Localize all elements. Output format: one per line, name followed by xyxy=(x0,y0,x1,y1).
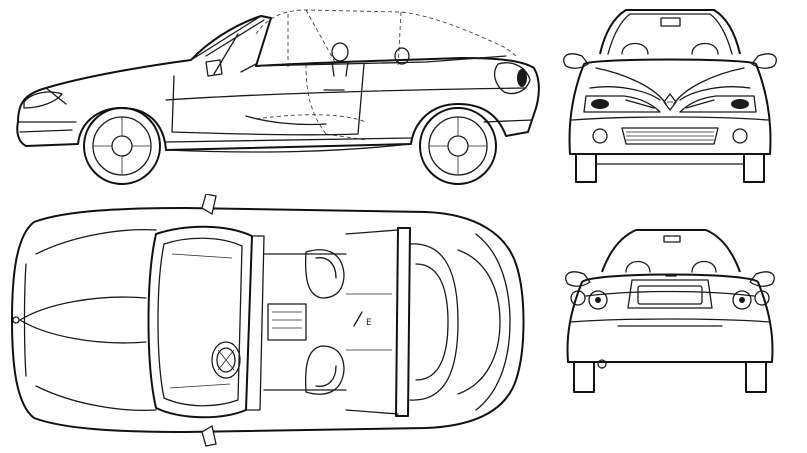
rear-body xyxy=(568,275,773,363)
rear-left-tire xyxy=(574,362,594,392)
top-windshield xyxy=(149,227,253,418)
front-body xyxy=(570,60,771,155)
left-headlight xyxy=(584,96,660,112)
center-console xyxy=(268,304,306,340)
rear-right-tire xyxy=(746,362,766,392)
side-view xyxy=(6,4,546,190)
right-headlight xyxy=(680,96,756,112)
exhaust xyxy=(598,360,606,368)
side-mirror xyxy=(206,60,222,76)
interior-marking: E xyxy=(366,318,372,328)
emblem xyxy=(664,94,676,110)
headlight xyxy=(24,92,62,108)
rear-headrest xyxy=(626,262,650,273)
front-grille xyxy=(622,128,718,144)
left-tire xyxy=(576,154,596,182)
left-tail-lamp xyxy=(571,291,607,309)
front-seat-right xyxy=(306,346,344,394)
rear-wheel xyxy=(420,108,496,184)
front-seat-left xyxy=(306,250,344,298)
right-mirror xyxy=(752,54,776,68)
top-view: E xyxy=(6,194,536,450)
top-right-mirror xyxy=(202,426,216,446)
door-outline xyxy=(172,64,364,135)
windshield-frame xyxy=(600,10,740,54)
license-plate xyxy=(638,286,702,304)
body-profile xyxy=(17,16,539,150)
headrest xyxy=(332,43,348,61)
tail-lamp xyxy=(495,63,530,94)
rear-windshield-frame xyxy=(602,230,740,272)
left-mirror xyxy=(564,54,588,68)
headrest xyxy=(622,44,648,55)
front-view xyxy=(556,4,784,190)
top-left-mirror xyxy=(202,194,216,214)
soft-top-outline xyxy=(256,10,516,56)
right-tire xyxy=(744,154,764,182)
hood-emblem xyxy=(13,317,19,323)
rear-seat xyxy=(410,244,458,400)
rear-bulkhead xyxy=(396,228,410,416)
right-tail-lamp xyxy=(733,291,769,309)
front-wheel xyxy=(84,108,160,184)
fog-lamp xyxy=(593,129,607,143)
steering-wheel xyxy=(212,342,240,378)
rear-view xyxy=(556,226,784,396)
top-body-outline xyxy=(12,208,524,432)
